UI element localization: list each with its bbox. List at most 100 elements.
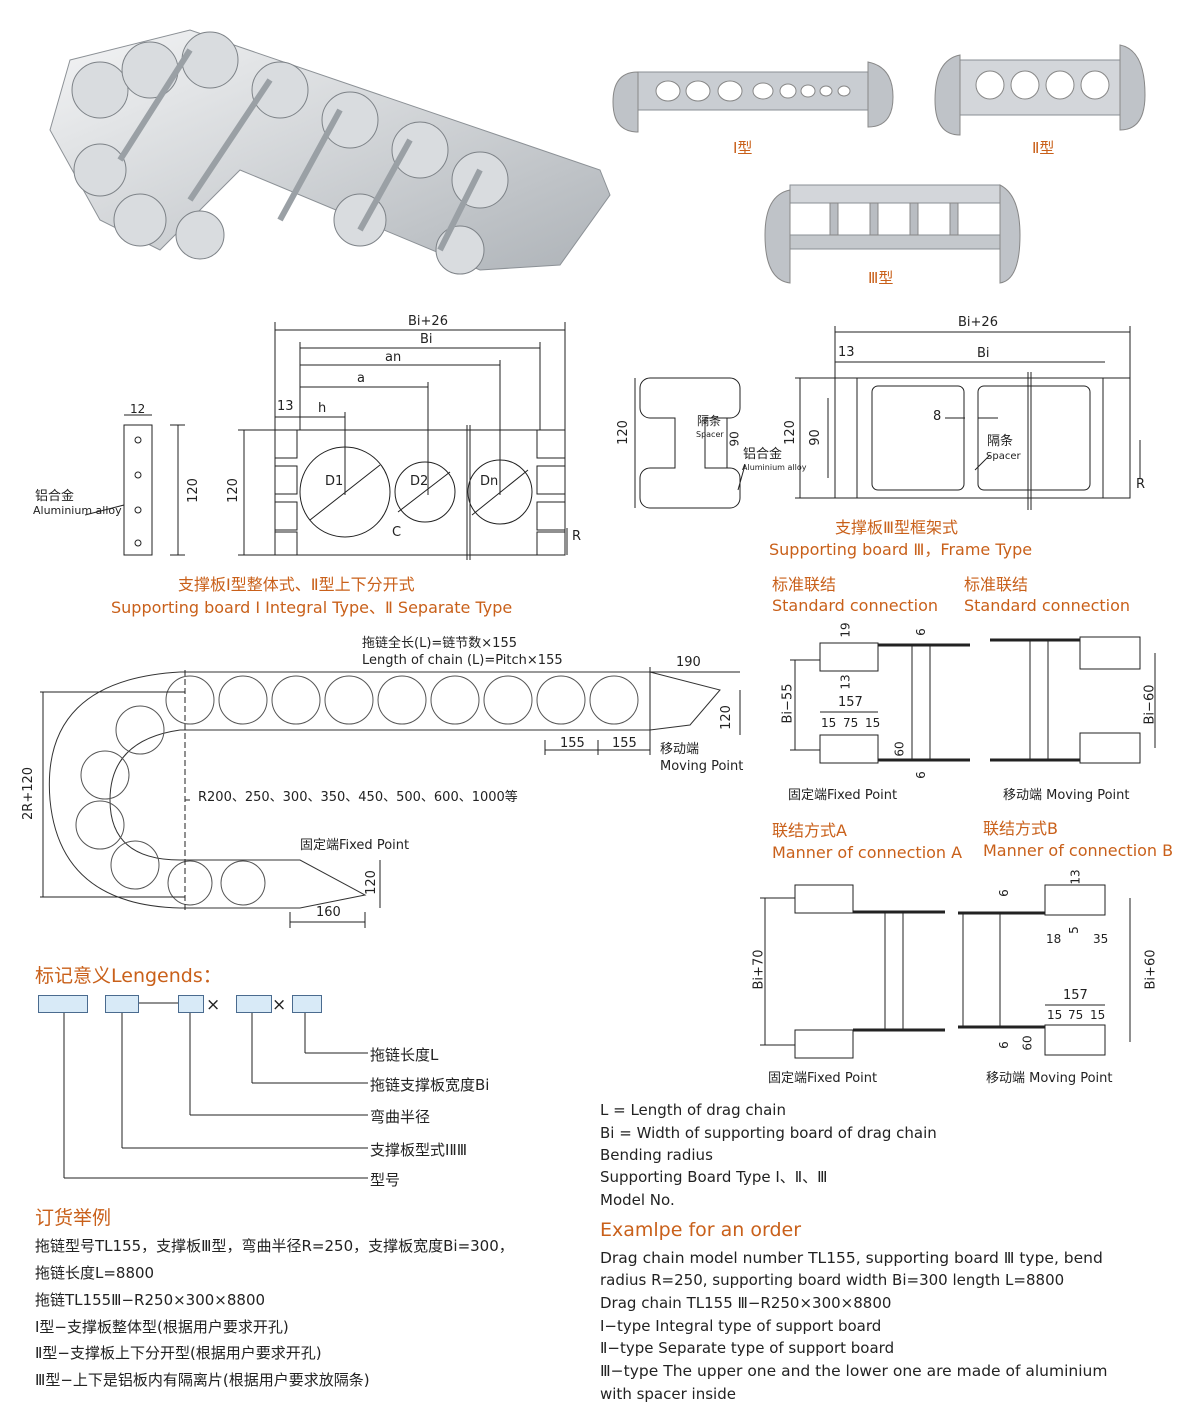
chain-120a: 120: [718, 705, 734, 730]
conn-60: 60: [1020, 1035, 1035, 1051]
legend-box-width: [236, 995, 272, 1013]
chain-moving-en: Moving Point: [660, 759, 744, 774]
spacer-120: 120: [615, 420, 631, 445]
legend-box-type: [105, 995, 139, 1013]
frame-bi: Bi: [977, 346, 990, 361]
main-bi: Bi: [420, 332, 433, 347]
conn-15b: 15: [1090, 1008, 1106, 1022]
conn-15a: 15: [1047, 1008, 1063, 1022]
std-title1-en: Standard connection: [772, 596, 939, 615]
board12-width: 12: [130, 402, 146, 416]
order-en-line7: with spacer inside: [600, 1385, 736, 1403]
std-6b: 6: [913, 771, 928, 779]
legend-box-radius: [178, 995, 204, 1013]
main-caption-en: Supporting board Ⅰ Integral Type、Ⅱ Separ…: [111, 598, 513, 617]
std-title2-cn: 标准联结: [964, 575, 1029, 594]
chain-length-cn: 拖链全长(L)=链节数×155: [362, 636, 517, 651]
main-an: an: [385, 350, 402, 365]
type3-board-photo: [760, 165, 1025, 285]
legend-item-length: 拖链长度L: [370, 1046, 439, 1064]
legend-item-model: 型号: [370, 1171, 401, 1189]
frame-caption-cn: 支撑板Ⅲ型框架式: [835, 518, 959, 537]
std-157: 157: [838, 695, 863, 710]
main-a: a: [357, 371, 365, 386]
main-120: 120: [225, 478, 241, 503]
legend-en-model: Model No.: [600, 1191, 675, 1209]
frame-120: 120: [782, 420, 798, 445]
conn-b-title-en: Manner of connection B: [983, 841, 1174, 860]
spacer-en: Spacer: [696, 430, 724, 439]
main-bi26: Bi+26: [408, 314, 448, 329]
std-bi60: Bi−60: [1142, 684, 1158, 725]
main-d1: D1: [325, 474, 344, 489]
legend-times-2: ×: [272, 995, 286, 1015]
frame-spacer-cn: 隔条: [987, 434, 1014, 449]
conn-b-title-cn: 联结方式B: [983, 819, 1058, 838]
std-bi55: Bi−55: [780, 683, 796, 724]
legend-times-1: ×: [206, 995, 220, 1015]
chain-height: 2R+120: [21, 766, 37, 820]
main-13: 13: [277, 399, 294, 414]
legend-title: 标记意义Lengends：: [35, 965, 222, 987]
order-en-line5: Ⅱ−type Separate type of support board: [600, 1339, 895, 1357]
frame-r: R: [1136, 477, 1146, 492]
legend-en-radius: Bending radius: [600, 1146, 713, 1164]
frame-caption-en: Supporting board Ⅲ，Frame Type: [769, 540, 1033, 559]
conn-75: 75: [1068, 1008, 1084, 1022]
main-d2: D2: [410, 474, 429, 489]
order-cn-line2: 拖链长度L=8800: [35, 1264, 155, 1282]
spacer-90: 90: [727, 431, 742, 447]
conn-6b: 6: [996, 1041, 1011, 1049]
order-cn-line5: Ⅱ型−支撑板上下分开型(根据用户要求开孔): [35, 1344, 322, 1362]
chain-length-en: Length of chain (L)=Pitch×155: [362, 653, 563, 668]
order-en-line2: radius R=250, supporting board width Bi=…: [600, 1271, 1065, 1289]
conn-bi70: Bi+70: [751, 949, 767, 990]
order-cn-line3: 拖链TL155Ⅲ−R250×300×8800: [35, 1291, 266, 1309]
frame-bi26: Bi+26: [958, 315, 998, 330]
spacer-cn: 隔条: [697, 414, 722, 428]
chain-155b: 155: [612, 736, 637, 751]
order-cn-line4: Ⅰ型−支撑板整体型(根据用户要求开孔): [35, 1318, 289, 1336]
board12-alloy-en: Aluminium alloy: [33, 504, 122, 517]
order-en-title: Examlpe for an order: [600, 1219, 802, 1241]
std-19: 19: [838, 622, 853, 638]
type3-board-illustration: [764, 184, 1021, 284]
std-13: 13: [838, 674, 853, 690]
std-6a: 6: [913, 628, 928, 636]
std-title2-en: Standard connection: [964, 596, 1131, 615]
main-h: h: [318, 401, 327, 416]
chain-120b: 120: [363, 870, 379, 895]
order-cn-line6: Ⅲ型−上下是铝板内有隔离片(根据用户要求放隔条): [35, 1371, 370, 1389]
order-cn-title: 订货举例: [35, 1207, 112, 1229]
main-c: C: [392, 525, 402, 540]
frame-90: 90: [807, 429, 823, 446]
conn-18: 18: [1046, 932, 1062, 946]
std-fixed: 固定端Fixed Point: [788, 788, 898, 803]
chain-fixed: 固定端Fixed Point: [300, 838, 410, 853]
type2-board-photo: [930, 40, 1150, 140]
frame-13: 13: [838, 345, 855, 360]
drag-chain-photo: [40, 20, 615, 290]
legend-box-length: [292, 995, 322, 1013]
legend-box-model: [38, 995, 88, 1013]
std-60: 60: [892, 741, 907, 757]
main-dn: Dn: [480, 474, 499, 489]
type3-label: Ⅲ型: [868, 269, 894, 287]
conn-13: 13: [1068, 869, 1083, 885]
type1-board-illustration: [612, 61, 894, 133]
legend-item-type: 支撑板型式ⅠⅡⅢ: [370, 1141, 468, 1159]
conn-157: 157: [1063, 988, 1088, 1003]
std-15b: 15: [865, 716, 881, 730]
conn-5: 5: [1066, 926, 1081, 934]
frame-8: 8: [933, 409, 942, 424]
conn-fixed: 固定端Fixed Point: [768, 1071, 878, 1086]
order-en-line1: Drag chain model number TL155, supportin…: [600, 1249, 1103, 1267]
type2-label: Ⅱ型: [1032, 139, 1055, 157]
type1-label: Ⅰ型: [733, 139, 753, 157]
legend-item-radius: 弯曲半径: [370, 1108, 431, 1126]
legend-en-width: Bi = Width of supporting board of drag c…: [600, 1124, 937, 1142]
std-75: 75: [843, 716, 859, 730]
std-15a: 15: [821, 716, 837, 730]
chain-190: 190: [676, 655, 701, 670]
spacer-alloy-cn: 铝合金: [743, 447, 783, 462]
